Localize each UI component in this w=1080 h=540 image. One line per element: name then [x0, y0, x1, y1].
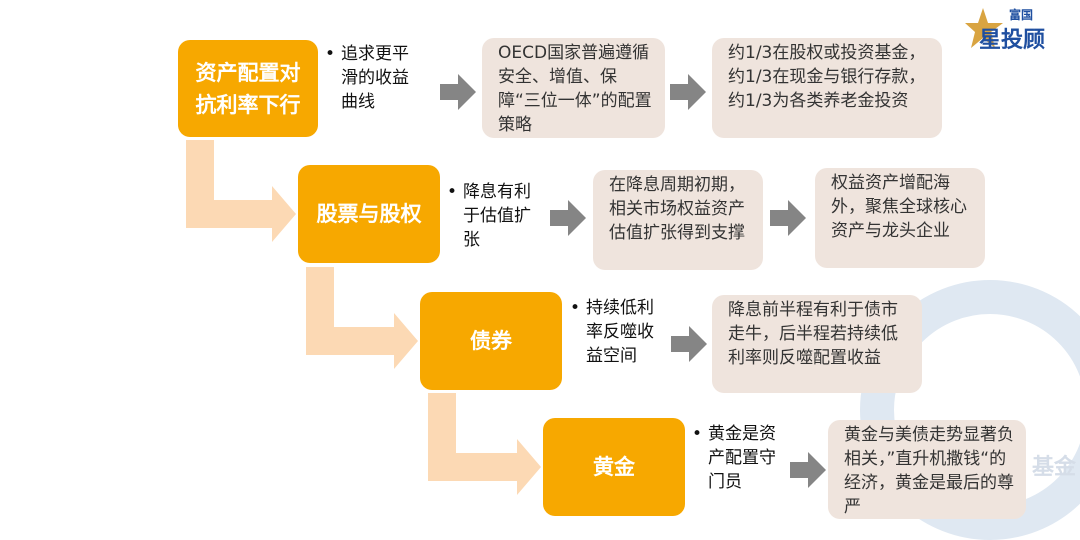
bullet-text: 黄金是资产配置守门员	[692, 422, 776, 494]
arrow-right-icon	[550, 200, 586, 236]
arrow-right-icon	[790, 452, 826, 488]
logo: 富国 星投顾	[965, 6, 1065, 58]
arrow-right-icon	[440, 74, 476, 110]
category-box-stocks: 股票与股权	[298, 165, 440, 263]
category-box-gold: 黄金	[543, 418, 685, 516]
detail-box: OECD国家普遍遵循安全、增值、保障“三位一体”的配置策略	[482, 38, 665, 138]
arrow-right-icon	[770, 200, 806, 236]
bullet-text: 降息有利于估值扩张	[447, 180, 531, 252]
detail-box: 约1/3在股权或投资基金，约1/3在现金与银行存款，约1/3为各类养老金投资	[712, 38, 942, 138]
detail-box: 权益资产增配海外，聚焦全球核心资产与龙头企业	[815, 168, 985, 268]
logo-text-top: 富国	[1009, 8, 1034, 22]
arrow-right-icon	[671, 326, 707, 362]
watermark-text: 基金	[1032, 455, 1077, 480]
detail-box: 降息前半程有利于债市走牛，后半程若持续低利率则反噬配置收益	[712, 295, 922, 393]
connectors	[186, 140, 541, 495]
connector-arrow-3	[428, 393, 541, 495]
category-box-asset-allocation: 资产配置对抗利率下行	[178, 40, 318, 137]
logo-text-main: 星投顾	[979, 28, 1046, 53]
star-logo-icon	[965, 8, 1003, 48]
detail-box: 黄金与美债走势显著负相关，”直升机撒钱“的经济，黄金是最后的尊严	[828, 420, 1026, 519]
bullet-text: 持续低利率反噬收益空间	[570, 296, 654, 368]
connector-arrow-2	[306, 267, 418, 369]
arrow-right-icon	[670, 74, 706, 110]
category-box-bonds: 债券	[420, 292, 562, 390]
bullet-text: 追求更平滑的收益曲线	[325, 42, 409, 114]
detail-box: 在降息周期初期，相关市场权益资产估值扩张得到支撑	[593, 170, 763, 270]
connector-arrow-1	[186, 140, 296, 242]
